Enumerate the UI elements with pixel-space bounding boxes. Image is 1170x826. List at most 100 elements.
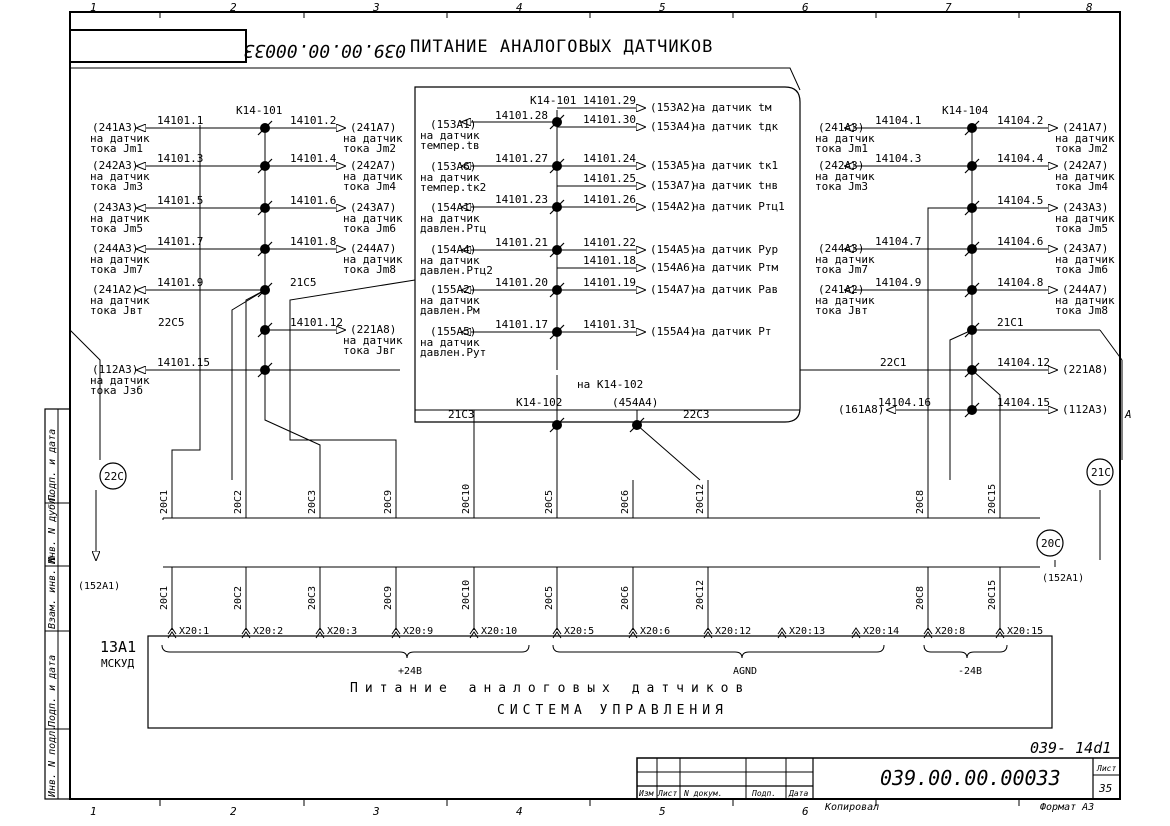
svg-text:тока Jm1: тока Jm1 <box>90 142 143 155</box>
svg-text:давлен.Ртц: давлен.Ртц <box>420 222 486 235</box>
svg-text:(243А3): (243А3) <box>92 201 138 214</box>
svg-text:N докум.: N докум. <box>683 789 723 798</box>
pin-label: Х20:10 <box>481 626 517 637</box>
right-block-labels: К14-104 14104.1 (241А3) на датчик тока J… <box>815 104 1115 416</box>
svg-text:039.00.00.00033: 039.00.00.00033 <box>243 40 406 61</box>
svg-text:(242А7): (242А7) <box>1062 159 1108 172</box>
svg-text:давлен.Рм: давлен.Рм <box>420 304 480 317</box>
svg-text:тока Jm6: тока Jm6 <box>343 222 396 235</box>
pin-label: Х20:14 <box>863 626 899 637</box>
junction-slash <box>549 324 565 340</box>
svg-text:20С3: 20С3 <box>307 586 318 610</box>
svg-text:на датчик: на датчик <box>815 253 875 266</box>
svg-text:(153А7): (153А7) <box>650 179 696 192</box>
svg-text:на К14-102: на К14-102 <box>577 378 643 391</box>
svg-text:20С8: 20С8 <box>915 490 926 514</box>
svg-text:на датчик: на датчик <box>90 212 150 225</box>
svg-text:(153А4): (153А4) <box>650 120 696 133</box>
svg-text:(242А3): (242А3) <box>818 159 864 172</box>
svg-text:14101.20: 14101.20 <box>495 276 548 289</box>
svg-text:(112А3): (112А3) <box>1062 403 1108 416</box>
svg-text:20С: 20С <box>1041 537 1061 550</box>
junction-slash <box>257 241 273 257</box>
svg-text:тока Jm3: тока Jm3 <box>90 180 143 193</box>
junction-slash <box>964 402 980 418</box>
svg-text:(221А8): (221А8) <box>1062 363 1108 376</box>
svg-text:К14-104: К14-104 <box>942 104 989 117</box>
svg-text:на датчик: на датчик <box>1055 294 1115 307</box>
svg-text:(153А2): (153А2) <box>650 101 696 114</box>
pin-arrow-icon <box>777 627 787 639</box>
ref-right: (152А1) <box>1042 573 1084 584</box>
pin-label: Х20:5 <box>564 626 594 637</box>
pin-arrow-icon <box>167 627 177 639</box>
pin-label: Х20:2 <box>253 626 283 637</box>
svg-text:20С10: 20С10 <box>461 580 472 610</box>
svg-text:(154А6): (154А6) <box>650 261 696 274</box>
svg-text:14101.30: 14101.30 <box>583 113 636 126</box>
junction-slash <box>549 242 565 258</box>
svg-text:6: 6 <box>802 805 809 818</box>
svg-text:-24В: -24В <box>958 666 982 677</box>
svg-text:21С3: 21С3 <box>448 408 475 421</box>
svg-text:14104.4: 14104.4 <box>997 152 1044 165</box>
pin-arrow-icon <box>628 627 638 639</box>
svg-text:20С9: 20С9 <box>383 490 394 514</box>
svg-text:14104.12: 14104.12 <box>997 356 1050 369</box>
pin-arrow-icon <box>391 627 401 639</box>
svg-text:на датчик Ртц1: на датчик Ртц1 <box>692 200 785 213</box>
left-wires <box>137 128 400 370</box>
svg-text:тока Jвт: тока Jвт <box>815 304 868 317</box>
svg-text:20С1: 20С1 <box>159 490 170 514</box>
svg-text:14101.22: 14101.22 <box>583 236 636 249</box>
sheet-title: ПИТАНИЕ АНАЛОГОВЫХ ДАТЧИКОВ <box>410 37 713 57</box>
svg-text:(454А4): (454А4) <box>612 396 658 409</box>
svg-text:К14-101: К14-101 <box>530 94 576 107</box>
svg-text:AGND: AGND <box>733 666 757 677</box>
svg-text:(241А2): (241А2) <box>818 283 864 296</box>
svg-text:14101.4: 14101.4 <box>290 152 337 165</box>
bundle-22c-marker <box>99 462 127 490</box>
svg-text:темпер.tв: темпер.tв <box>420 139 480 152</box>
svg-text:14101.19: 14101.19 <box>583 276 636 289</box>
svg-text:20С3: 20С3 <box>307 490 318 514</box>
svg-text:тока Jвт: тока Jвт <box>90 304 143 317</box>
pin-label: Х20:12 <box>715 626 751 637</box>
svg-text:на датчик: на датчик <box>420 294 480 307</box>
pin-arrow-icon <box>241 627 251 639</box>
svg-text:К14-101: К14-101 <box>236 104 282 117</box>
svg-text:на датчик tдк: на датчик tдк <box>692 120 778 133</box>
junction-slash <box>629 417 645 433</box>
svg-text:14101.3: 14101.3 <box>157 152 203 165</box>
pin-arrow-icon <box>469 627 479 639</box>
svg-text:Инв. N дубл.: Инв. N дубл. <box>46 492 58 565</box>
pin-label: Х20:15 <box>1007 626 1043 637</box>
mirrored-code-box: 039.00.00.00033 <box>69 29 406 63</box>
doc-code: 039.00.00.00033 <box>880 766 1061 790</box>
svg-text:на датчик: на датчик <box>90 294 150 307</box>
svg-text:20С2: 20С2 <box>233 490 244 514</box>
pin-arrow-icon <box>703 627 713 639</box>
junction-slash <box>549 114 565 130</box>
svg-text:20С8: 20С8 <box>915 586 926 610</box>
pin-label: Х20:1 <box>179 626 209 637</box>
right-block-wires <box>800 125 1123 460</box>
svg-text:(154А1): (154А1) <box>430 201 476 214</box>
svg-text:21С1: 21С1 <box>997 316 1024 329</box>
svg-text:Подп. и дата: Подп. и дата <box>47 655 58 728</box>
svg-text:(244А3): (244А3) <box>818 242 864 255</box>
svg-text:2: 2 <box>230 805 237 818</box>
svg-text:20С5: 20С5 <box>544 490 555 514</box>
svg-text:20С2: 20С2 <box>233 586 244 610</box>
svg-text:Подп. и дата: Подп. и дата <box>47 429 58 502</box>
svg-text:на датчик: на датчик <box>90 170 150 183</box>
svg-text:тока Jm5: тока Jm5 <box>1055 222 1108 235</box>
svg-text:20С5: 20С5 <box>544 586 555 610</box>
svg-text:14101.9: 14101.9 <box>157 276 203 289</box>
svg-text:Лист: Лист <box>1096 764 1116 773</box>
svg-text:20С15: 20С15 <box>987 484 998 514</box>
svg-text:2: 2 <box>230 1 237 14</box>
svg-text:(154А4): (154А4) <box>430 243 476 256</box>
svg-text:на датчик Рт: на датчик Рт <box>692 325 771 338</box>
